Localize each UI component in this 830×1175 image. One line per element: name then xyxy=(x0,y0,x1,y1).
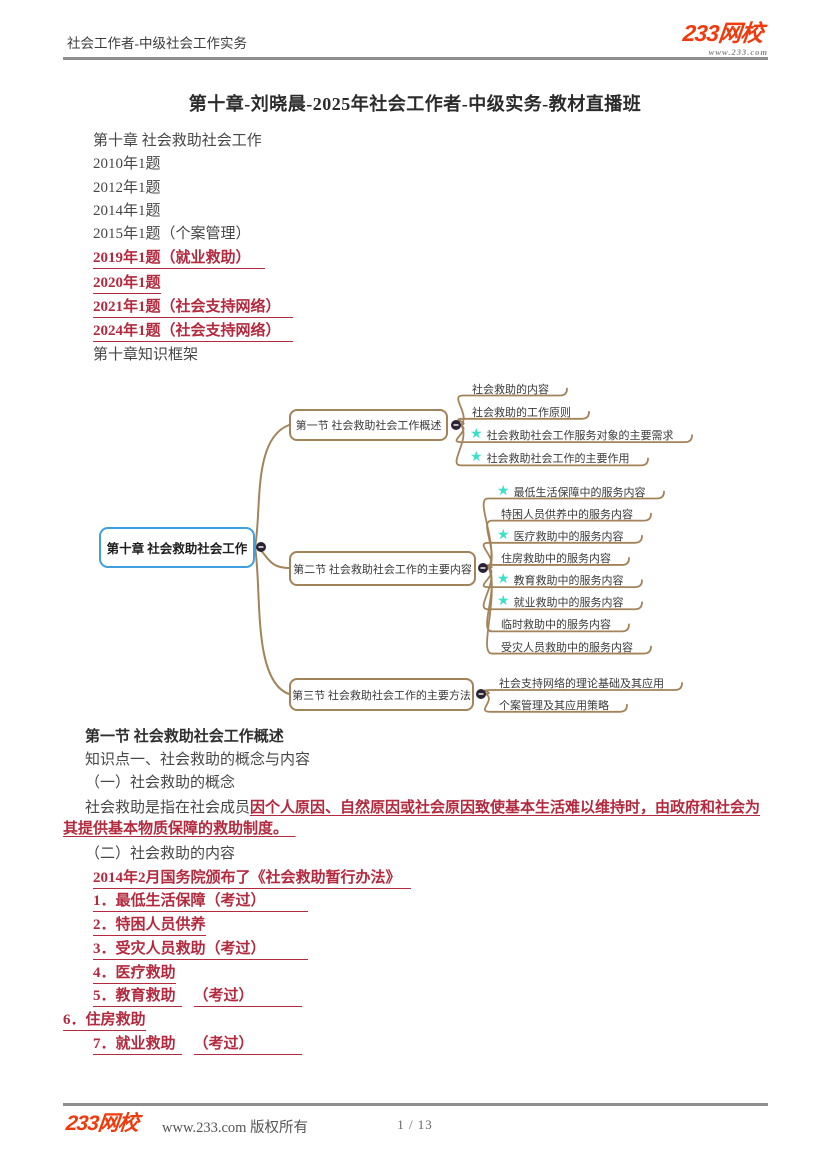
subsection-1-line: （一）社会救助的概念 xyxy=(85,775,236,791)
mindmap-leaf-connector xyxy=(486,557,630,569)
mindmap-leaf: 社会救助的内容 xyxy=(472,381,549,396)
leaf-label: 受灾人员救助中的服务内容 xyxy=(501,641,633,654)
knowledge-framework-mindmap: 第十章 社会救助社会工作 第一节 社会救助社会工作概述 第二节 社会救助社会工作… xyxy=(0,365,830,730)
content-list-item: 4．医疗救助 xyxy=(63,961,769,985)
content-list-item: 2．特困人员供养 xyxy=(63,913,769,937)
mindmap-leaf-connector xyxy=(455,424,693,443)
mindmap-root-node: 第十章 社会救助社会工作 xyxy=(99,527,255,568)
page-title: 第十章-刘晓晨-2025年社会工作者-中级实务-教材直播班 xyxy=(188,94,642,114)
mindmap-leaf-connector xyxy=(457,387,568,426)
leaf-label: 社会救助的内容 xyxy=(472,383,549,396)
leaf-label: 社会支持网络的理论基础及其应用 xyxy=(499,678,664,690)
mindmap-leaf: ★教育救助中的服务内容 xyxy=(497,573,624,588)
intro-line: 2024年1题（社会支持网络） xyxy=(63,319,769,343)
intro-line: 2015年1题（个案管理） xyxy=(93,226,251,243)
star-icon: ★ xyxy=(497,572,510,588)
brand-url-label: www.233.com xyxy=(708,47,768,57)
star-icon: ★ xyxy=(497,527,510,543)
mindmap-leaf: ★医疗救助中的服务内容 xyxy=(497,528,624,543)
leaf-label: 住房救助中的服务内容 xyxy=(501,552,611,565)
mindmap-leaf-connector xyxy=(486,567,652,655)
intro-line: 2019年1题（就业救助） xyxy=(63,246,769,270)
intro-line: 第十章 社会救助社会工作 xyxy=(93,133,262,149)
mindmap-leaf-connector xyxy=(483,682,683,695)
leaf-label: 社会救助的工作原则 xyxy=(472,406,571,419)
paragraph-red-text: 因个人原因、自然原因或社会原因致使基本生活难以维持时，由政府和社会为其提供基本物… xyxy=(63,800,761,837)
mindmap-leaf: 住房救助中的服务内容 xyxy=(501,550,611,565)
mindmap-connector xyxy=(254,546,290,695)
section-1: 第一节 社会救助社会工作概述 知识点一、社会救助的概念与内容 （一）社会救助的概… xyxy=(63,726,769,839)
mindmap-leaf: 临时救助中的服务内容 xyxy=(501,617,611,632)
mindmap-leaf-connector xyxy=(486,512,652,569)
content-list-item: 3．受灾人员救助（考过） xyxy=(63,937,769,961)
mindmap-leaf: 个案管理及其应用策略 xyxy=(499,697,609,712)
mindmap-branch-node-2: 第二节 社会救助社会工作的主要内容 xyxy=(289,551,476,586)
intro-line: 2014年1题 xyxy=(93,202,161,219)
law-line: 2014年2月国务院颁布了《社会救助暂行办法》 xyxy=(63,866,769,890)
mindmap-connector xyxy=(254,424,290,548)
star-icon: ★ xyxy=(470,427,483,443)
mindmap-connectors xyxy=(254,387,693,713)
intro-line: 2010年1题 xyxy=(93,156,161,173)
knowledge-point-line: 知识点一、社会救助的概念与内容 xyxy=(85,752,311,768)
mindmap-leaf-connector xyxy=(483,693,628,713)
intro-line: 2012年1题 xyxy=(93,179,161,196)
mindmap-leaf: 社会救助的工作原则 xyxy=(472,404,571,419)
mindmap-branch-node-3: 第三节 社会救助社会工作的主要方法 xyxy=(289,678,474,711)
mindmap-leaf-connector xyxy=(457,410,590,426)
mindmap-leaf: 特困人员供养中的服务内容 xyxy=(501,506,633,521)
content-list-item: 5．教育救助（考过） xyxy=(63,984,769,1008)
brand-logo: 233网校 www.233.com xyxy=(678,20,768,57)
star-icon: ★ xyxy=(497,483,510,499)
brand-logo-text: 233网校 xyxy=(681,20,765,46)
definition-paragraph: 社会救助是指在社会成员因个人原因、自然原因或社会原因致使基本生活难以维持时，由政… xyxy=(63,798,769,839)
content-list-item: 6．住房救助 xyxy=(63,1008,769,1032)
intro-list: 第十章 社会救助社会工作 2010年1题 2012年1题 2014年1题 2015年1题… xyxy=(63,130,769,367)
intro-line: 2020年1题 xyxy=(63,271,769,295)
leaf-label: 特困人员供养中的服务内容 xyxy=(501,508,633,521)
mindmap-leaf: ★社会救助社会工作服务对象的主要需求 xyxy=(470,428,674,443)
mindmap-branch-node-1: 第一节 社会救助社会工作概述 xyxy=(289,409,448,441)
header-course-label: 社会工作者-中级社会工作实务 xyxy=(67,36,247,51)
content-list-item: 7．就业救助（考过） xyxy=(63,1032,769,1056)
star-icon: ★ xyxy=(497,594,510,610)
subsection-2-line: （二）社会救助的内容 xyxy=(85,846,236,862)
section-heading: 第一节 社会救助社会工作概述 xyxy=(85,729,284,745)
leaf-label: 临时救助中的服务内容 xyxy=(501,619,611,632)
leaf-label: 就业救助中的服务内容 xyxy=(513,597,624,610)
page-number: 1 / 13 xyxy=(397,1117,433,1132)
content-list-item: 1．最低生活保障（考过） xyxy=(63,889,769,913)
footer-copyright: www.233.com 版权所有 xyxy=(162,1120,309,1136)
star-icon: ★ xyxy=(470,450,483,466)
mindmap-leaf: ★最低生活保障中的服务内容 xyxy=(497,484,646,499)
paragraph-black-text: 社会救助是指在社会成员 xyxy=(85,800,251,816)
intro-line: 2021年1题（社会支持网络） xyxy=(63,295,769,319)
leaf-label: 社会救助社会工作服务对象的主要需求 xyxy=(486,430,674,443)
footer-divider xyxy=(63,1103,768,1106)
law-text: 2014年2月国务院颁布了《社会救助暂行办法》 xyxy=(93,866,411,889)
intro-line: 第十章知识框架 xyxy=(93,346,199,363)
mindmap-leaf-connector xyxy=(482,534,643,569)
mindmap-leaf-connector xyxy=(455,424,649,467)
mindmap-leaf: 受灾人员救助中的服务内容 xyxy=(501,639,633,654)
leaf-label: 个案管理及其应用策略 xyxy=(499,699,609,712)
leaf-label: 教育救助中的服务内容 xyxy=(513,575,624,588)
leaf-label: 社会救助社会工作的主要作用 xyxy=(486,453,630,466)
header-divider xyxy=(63,57,768,60)
section-2: （二）社会救助的内容 2014年2月国务院颁布了《社会救助暂行办法》 1．最低生… xyxy=(63,843,769,1055)
mindmap-leaf: 社会支持网络的理论基础及其应用 xyxy=(499,676,664,691)
leaf-label: 医疗救助中的服务内容 xyxy=(513,530,624,543)
mindmap-leaf: ★就业救助中的服务内容 xyxy=(497,595,624,610)
mindmap-leaf: ★社会救助社会工作的主要作用 xyxy=(470,451,630,466)
leaf-label: 最低生活保障中的服务内容 xyxy=(513,486,646,499)
